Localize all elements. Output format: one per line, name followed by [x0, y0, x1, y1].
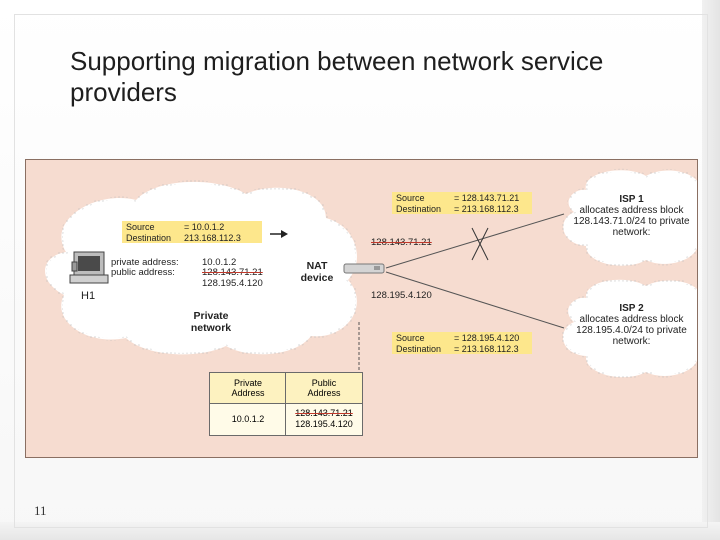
nat-label-line2: device — [300, 272, 334, 284]
slide-bottom-band — [0, 522, 720, 540]
isp1-label: ISP 1 allocates address block 128.143.71… — [566, 194, 697, 238]
nat-migration-diagram: Source = 10.0.1.2 Destination 213.168.112.… — [25, 159, 698, 458]
isp2-line1: allocates address block — [579, 314, 684, 325]
host-private-label: private address: — [111, 257, 179, 268]
host-name: H1 — [81, 290, 96, 302]
isp2-packet-header: Source = 128.195.4.120 Destination = 213.1… — [392, 332, 532, 354]
isp1-packet-header: Source = 128.143.71.21 Destination = 213.1… — [392, 192, 532, 214]
private-network-line2: network — [190, 322, 232, 334]
link-nat-isp1 — [385, 213, 565, 269]
isp2-name: ISP 2 — [619, 303, 644, 314]
private-network-label: Private network — [181, 310, 241, 334]
nat-table-cell-private: 10.0.1.2 — [210, 403, 286, 435]
nat-table-header-public: Public Address — [286, 373, 362, 404]
isp1-dest-value: = 213.168.112.3 — [454, 204, 519, 214]
host-public-value-old: 128.143.71.21 — [202, 267, 263, 278]
isp2-label: ISP 2 allocates address block 128.195.4.… — [566, 303, 697, 347]
h1-source-value: = 10.0.1.2 — [184, 222, 225, 232]
nat-table-cell-public: 128.143.71.21 128.195.4.120 — [286, 403, 362, 435]
nat-table-private-value: 10.0.1.2 — [231, 413, 265, 424]
link-label-isp2: 128.195.4.120 — [371, 290, 432, 301]
nat-table-divider — [285, 373, 286, 435]
slide-right-band — [702, 0, 720, 540]
host-computer-icon — [69, 251, 109, 284]
isp1-name: ISP 1 — [619, 194, 644, 205]
isp2-line3: network: — [612, 336, 651, 347]
nat-translation-table: Private Address Public Address 10.0.1.2 … — [209, 372, 363, 436]
isp2-source-label: Source — [396, 333, 425, 343]
nat-table-public-old: 128.143.71.21 — [295, 408, 353, 418]
h1-dest-value: 213.168.112.3 — [184, 233, 241, 243]
link-nat-isp2 — [385, 271, 565, 329]
isp1-line2: 128.143.71.0/24 to private — [573, 216, 690, 227]
nat-label-line1: NAT — [306, 260, 328, 272]
nat-device-icon — [343, 263, 385, 274]
host-private-value: 10.0.1.2 — [202, 257, 237, 268]
isp1-cloud — [561, 168, 697, 268]
isp2-dest-label: Destination — [396, 344, 442, 354]
isp2-line2: 128.195.4.0/24 to private — [576, 325, 687, 336]
isp1-line3: network: — [612, 227, 651, 238]
isp2-dest-value: = 213.168.112.3 — [454, 344, 519, 354]
isp1-dest-label: Destination — [396, 204, 442, 214]
nat-table-header-private-l2: Address — [231, 388, 265, 398]
nat-table-header-public-l2: Address — [307, 388, 341, 398]
isp1-line1: allocates address block — [579, 205, 684, 216]
slide-frame — [14, 14, 708, 528]
host-public-label: public address: — [111, 267, 175, 278]
private-network-line1: Private — [193, 310, 229, 322]
link-cut-mark-2 — [471, 227, 489, 261]
isp1-source-label: Source — [396, 193, 425, 203]
nat-table-public-new: 128.195.4.120 — [295, 419, 353, 429]
nat-table-header-private: Private Address — [210, 373, 286, 404]
link-label-isp1: 128.143.71.21 — [371, 237, 432, 248]
arrowhead-h1 — [281, 230, 288, 238]
nat-table-header-private-l1: Private — [233, 378, 262, 388]
nat-device-label: NAT device — [294, 260, 340, 284]
nat-table-header-public-l1: Public — [311, 378, 337, 388]
isp2-cloud — [561, 278, 697, 379]
h1-source-label: Source — [126, 222, 155, 232]
slide-number: 11 — [34, 503, 47, 518]
h1-dest-label: Destination — [126, 233, 172, 243]
host-public-value-new: 128.195.4.120 — [202, 278, 263, 289]
slide-title: Supporting migration between network ser… — [70, 46, 604, 107]
h1-packet-header: Source = 10.0.1.2 Destination 213.168.112.… — [122, 221, 262, 243]
isp1-source-value: = 128.143.71.21 — [454, 193, 520, 203]
isp2-source-value: = 128.195.4.120 — [454, 333, 520, 343]
